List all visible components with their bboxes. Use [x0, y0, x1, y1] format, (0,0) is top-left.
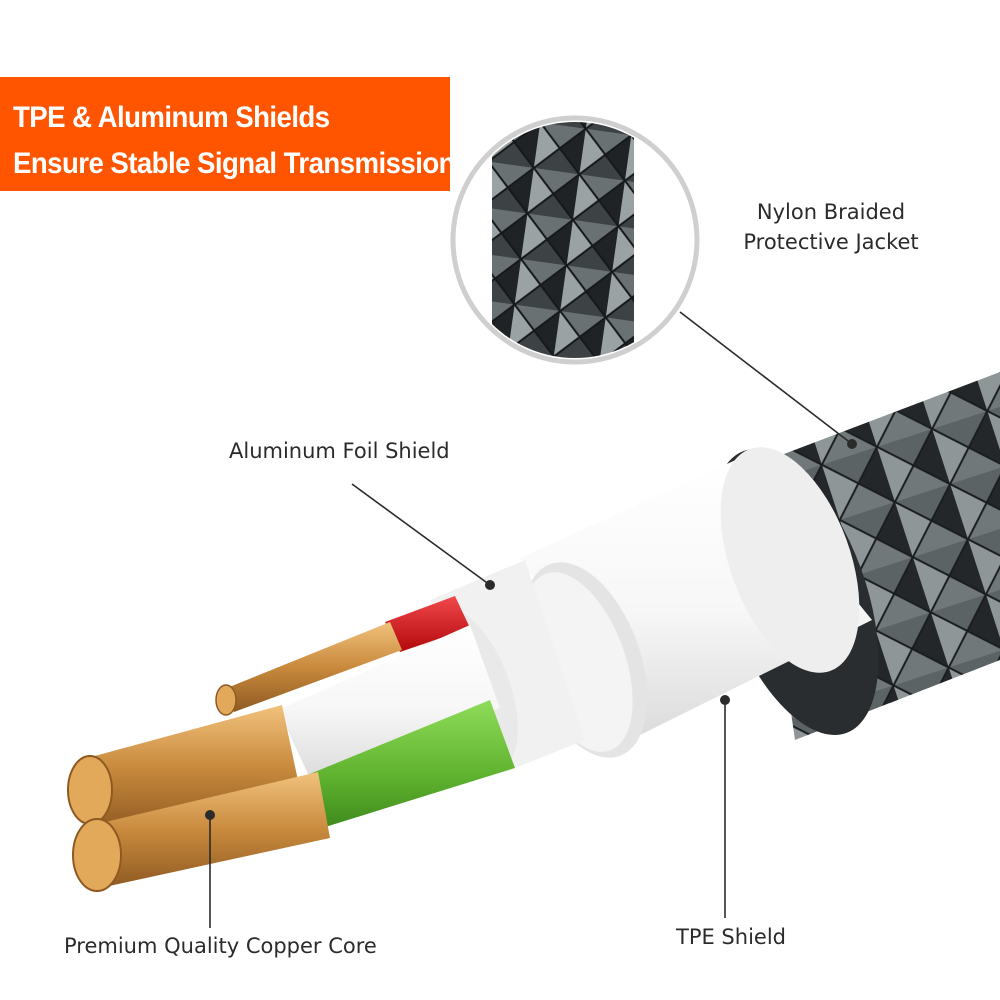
copper-label: Premium Quality Copper Core [64, 934, 377, 958]
callout-dot [485, 580, 495, 590]
callout-dot [720, 695, 730, 705]
callout-dot [847, 439, 857, 449]
foil-label: Aluminum Foil Shield [229, 439, 450, 463]
foil-leader-line [351, 483, 491, 586]
headline-line-1: TPE & Aluminum Shields [13, 101, 330, 134]
callout-lines [205, 311, 857, 928]
tpe-shield [520, 447, 872, 758]
jacket-leader-line [679, 311, 853, 445]
jacket-label-line-2: Protective Jacket [743, 230, 919, 254]
headline-banner: TPE & Aluminum Shields Ensure Stable Sig… [0, 77, 455, 191]
tpe-label: TPE Shield [676, 925, 786, 949]
headline-line-2: Ensure Stable Signal Transmission [13, 147, 455, 180]
jacket-label: Nylon Braided Protective Jacket [735, 197, 927, 257]
green-wire [72, 700, 515, 892]
jacket-label-line-1: Nylon Braided [756, 200, 906, 224]
callout-dot [205, 810, 215, 820]
magnifier-circle [450, 115, 700, 365]
red-wire [215, 596, 470, 716]
